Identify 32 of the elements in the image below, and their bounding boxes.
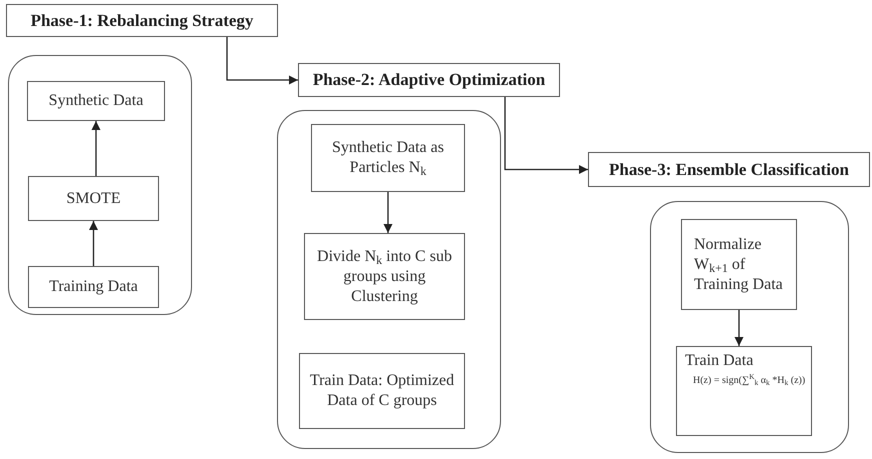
arrow [91, 121, 101, 176]
box-label: Synthetic Data [48, 91, 144, 111]
phase-title: Phase-3: Ensemble Classification [609, 158, 849, 180]
box-label: SMOTE [66, 188, 121, 208]
box-label: Training Data [49, 277, 138, 297]
process-box [299, 353, 465, 429]
formula-text: H(z) = sign(∑$^{K}$$_{k}$ α$_{k}$ *H$_{k}$ (z)) [692, 375, 806, 388]
phase-header-box [588, 152, 870, 187]
box-label: Synthetic Data as Particles N$_{k}$ [331, 138, 445, 178]
process-box [304, 233, 465, 320]
rounded-group-panel [650, 201, 849, 453]
arrow [88, 221, 98, 266]
arrow [734, 310, 744, 346]
phase-header-box [298, 63, 560, 97]
process-box [27, 81, 165, 121]
process-box [676, 346, 812, 436]
process-box [681, 219, 797, 310]
rounded-group-panel [277, 110, 501, 449]
box-label: Divide N$_{k}$ into C sub groups using Clustering [316, 246, 453, 306]
phase-header-box [6, 4, 278, 37]
rounded-group-panel [8, 55, 192, 315]
arrow [226, 37, 298, 85]
process-box [311, 124, 465, 192]
process-box [28, 176, 159, 221]
box-label: Train Data: Optimized Data of C groups [308, 371, 456, 411]
phase-title: Phase-1: Rebalancing Strategy [30, 10, 254, 32]
box-label: Normalize W$_{k+1}$ of Training Data [694, 234, 784, 294]
arrow [504, 97, 588, 174]
process-box [28, 266, 159, 308]
arrow [383, 192, 393, 233]
phase-title: Phase-2: Adaptive Optimization [312, 69, 546, 91]
box-label: Train Data [685, 351, 754, 371]
